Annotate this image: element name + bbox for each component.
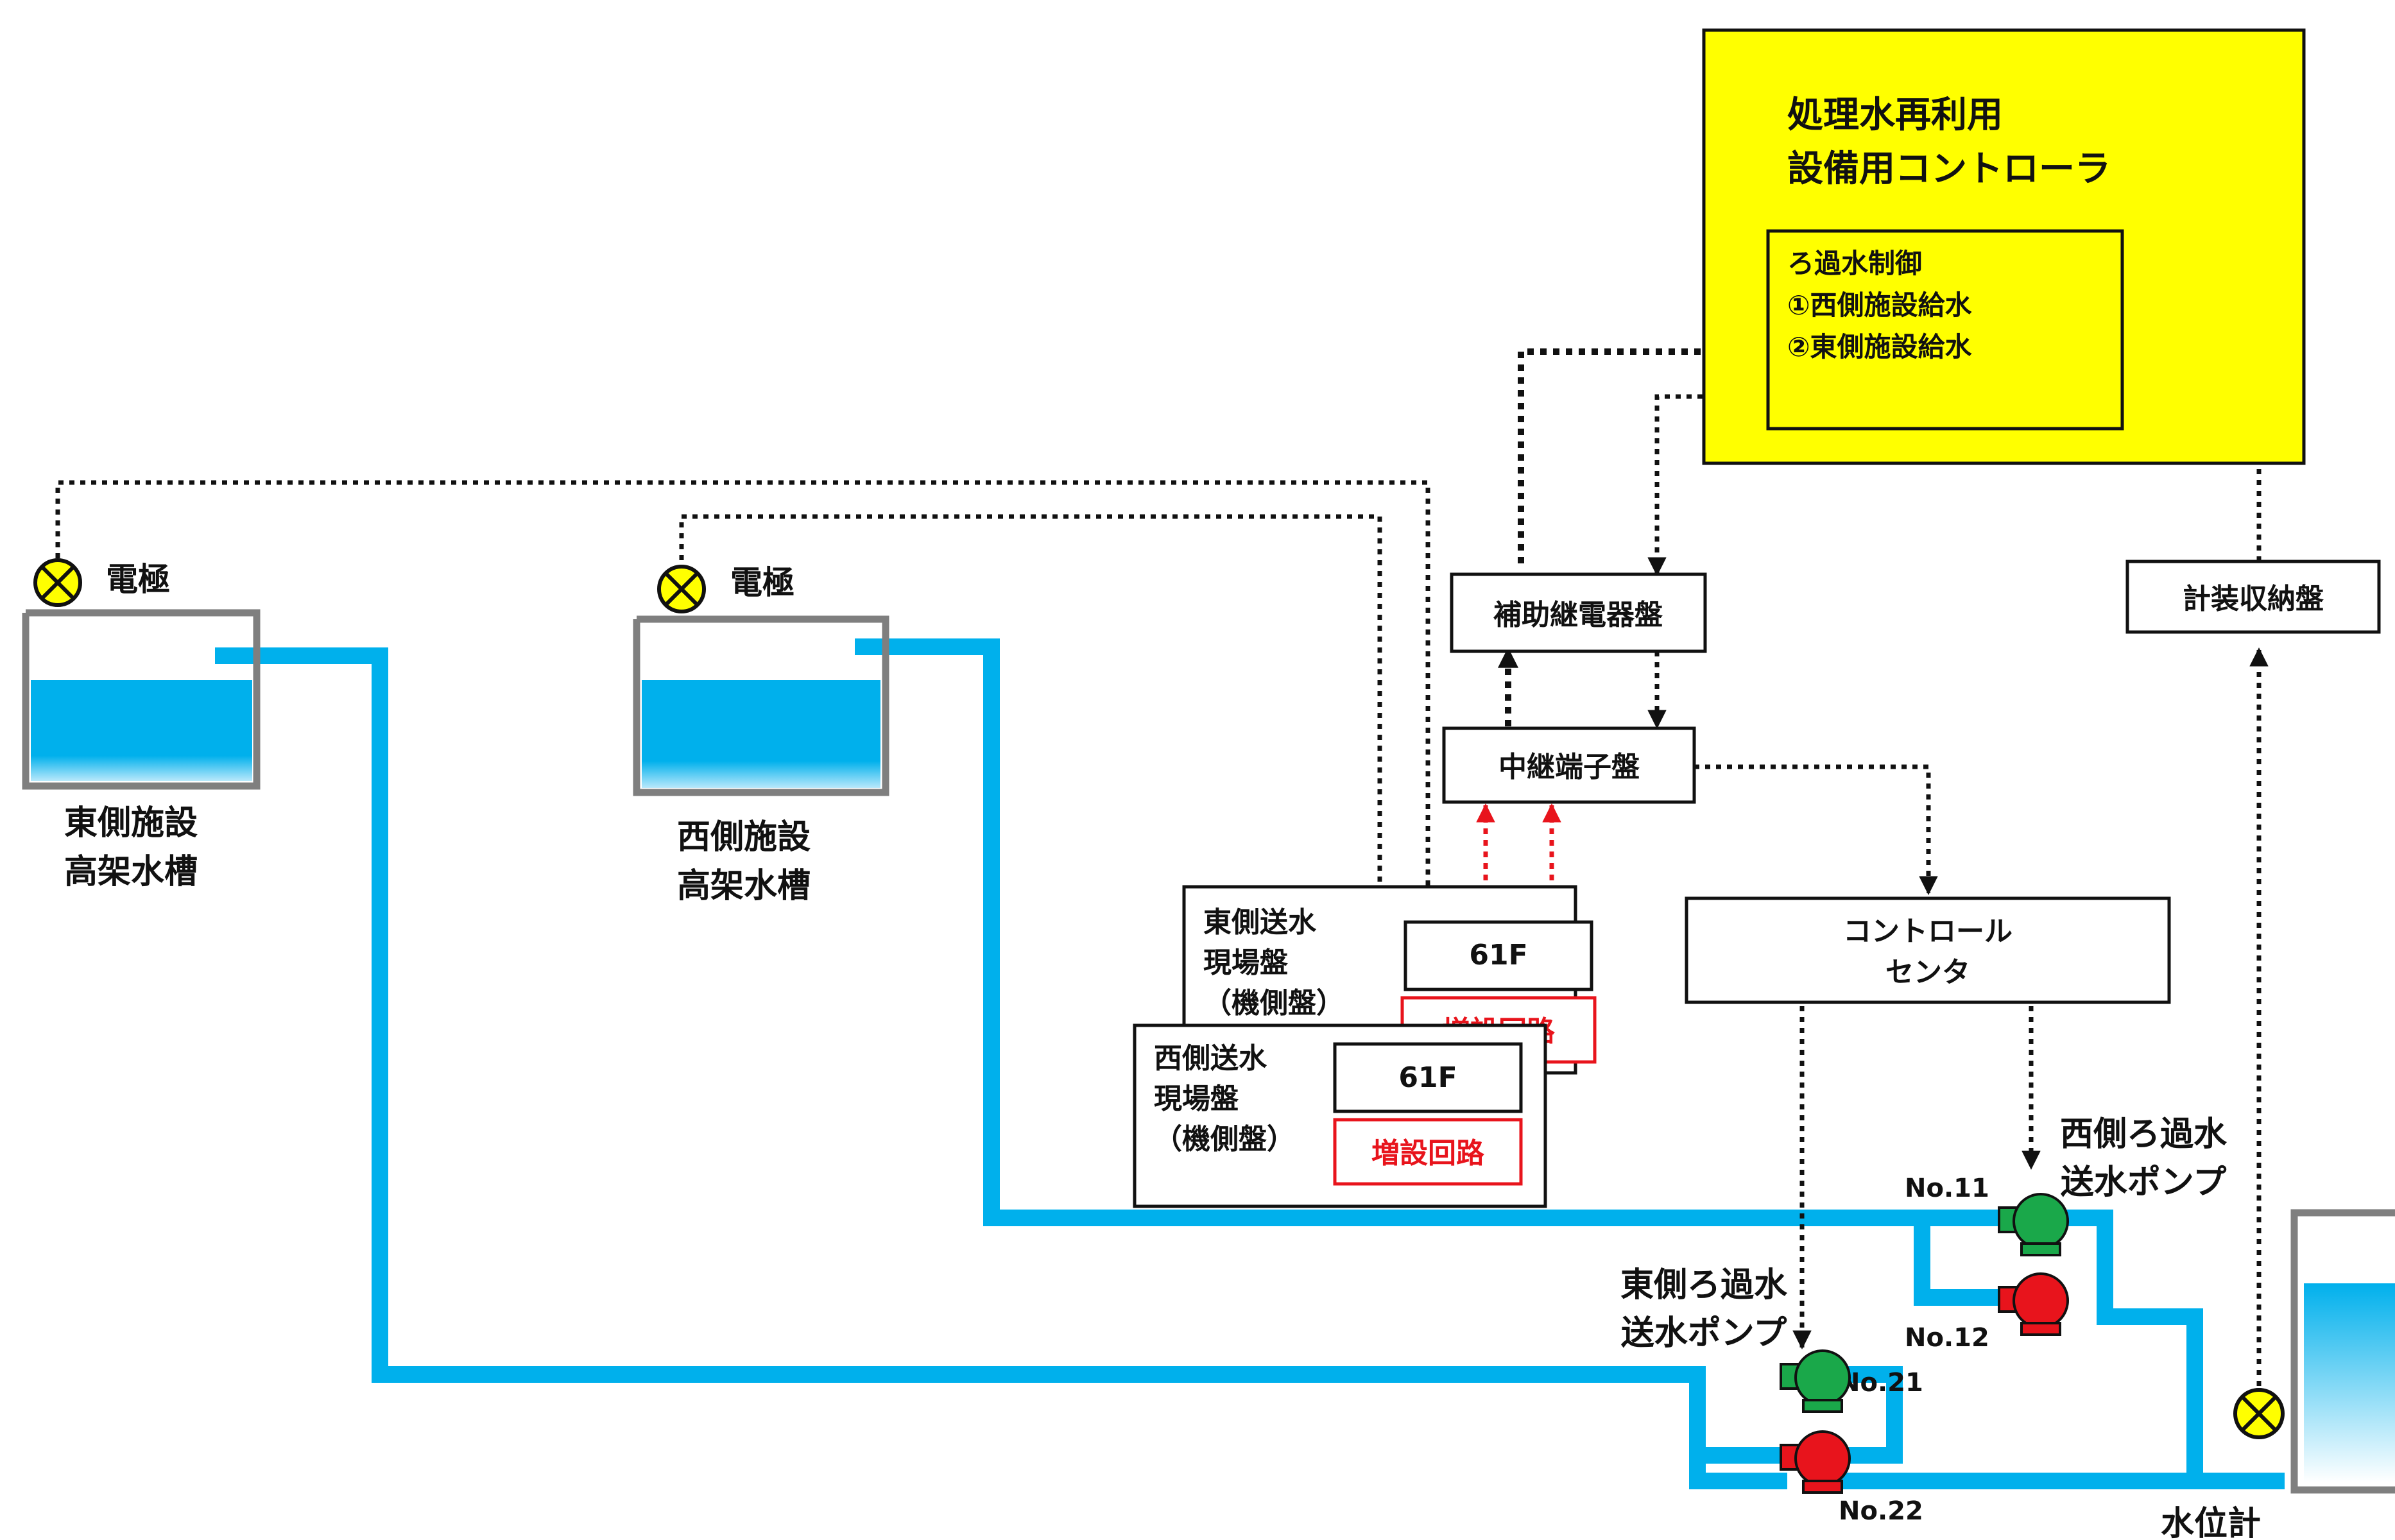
west-supply-pipe [855,638,2005,1226]
pump-no21-label: No.21 [1839,1368,1923,1398]
east-tank-label-line2: 高架水槽 [64,853,198,891]
gauge-tank-wall [2290,1209,2395,1494]
aux-relay-label: 補助継電器盤 [1493,599,1663,631]
east-tank-water [31,680,252,781]
terminal-to-center-signal [1694,764,1938,895]
level-gauge: 水位計 [2161,1209,2395,1540]
aux-relay-box [1450,572,1707,653]
pump-no12-icon [1998,1272,2069,1336]
controller-title-line1: 処理水再利用 [1787,94,2003,136]
pump-no22-icon [1780,1430,1851,1494]
west-61f-label: 61F [1398,1061,1457,1094]
east-tank-label-line1: 東側施設 [64,804,198,843]
pump-no11-label: No.11 [1905,1174,1989,1203]
east-61f-label: 61F [1469,939,1527,971]
control-center-line2: センタ [1885,956,1970,989]
level-gauge-icon [2233,1388,2285,1439]
west-site-line1: 西側送水 [1154,1042,1267,1075]
east-pump-title-line2: 送水ポンプ [1621,1314,1787,1353]
west-added-circuit-label: 増設回路 [1371,1137,1485,1170]
controller: 処理水再利用 設備用コントローラ ろ過水制御 ①西側施設給水 ②東側施設給水 [1702,28,2306,465]
aux-relay-panel: 補助継電器盤 [1450,572,1707,653]
west-site-panel: 西側送水 現場盤 （機側盤） 61F 増設回路 [1133,1023,1547,1208]
west-61f-box [1333,1042,1523,1113]
relay-terminal-label: 中継端子盤 [1498,751,1640,783]
east-pumps: 東側ろ過水 送水ポンプ No.21 No.22 [1620,1266,1923,1526]
west-tank-label-line1: 西側施設 [677,818,811,857]
filtration-control-box [1766,229,2124,431]
west-elevated-tank: 電極 西側施設 高架水槽 [633,564,889,905]
west-pump-title-line1: 西側ろ過水 [2060,1115,2228,1154]
instrument-panel: 計装収納盤 [2125,560,2381,634]
east-supply-pipe [215,647,1787,1489]
east-electrode-signal [55,480,1438,926]
east-elevated-tank: 電極 東側施設 高架水槽 [22,558,261,891]
east-pump-title-line1: 東側ろ過水 [1620,1266,1788,1305]
water-piping [215,638,2285,1489]
pump-no21-icon [1780,1349,1851,1413]
control-center-line1: コントロール [1843,915,2013,948]
east-electrode-icon [33,558,82,607]
control-center: コントロール センタ [1685,896,2171,1004]
west-tank-wall [633,615,889,796]
west-tank-water [642,680,880,788]
relay-terminal-box [1442,726,1696,804]
pump-no12-label: No.12 [1905,1323,1989,1353]
west-electrode-icon [657,565,706,613]
aux-to-controller-signal [1518,341,1771,563]
relay-terminal-panel: 中継端子盤 [1442,726,1696,804]
pump-no22-label: No.22 [1839,1496,1923,1526]
east-61f-box [1404,920,1593,991]
west-site-line3: （機側盤） [1154,1123,1295,1156]
control-center-box [1685,896,2171,1004]
east-site-line3: （機側盤） [1203,987,1344,1020]
east-pump-outlet [1835,1366,1903,1464]
controller-title-line2: 設備用コントローラ [1787,148,2111,190]
east-site-line2: 現場盤 [1203,946,1288,979]
west-pumps: 西側ろ過水 送水ポンプ No.11 No.12 [1905,1115,2228,1353]
west-electrode-label: 電極 [730,564,794,601]
gauge-tank-water [2304,1283,2395,1482]
filtration-control-east: ②東側施設給水 [1787,331,1973,363]
west-pump-title-line2: 送水ポンプ [2061,1163,2226,1202]
filtration-control-title: ろ過水制御 [1787,248,1922,279]
filtration-control-west: ①西側施設給水 [1787,289,1973,321]
pump-no11-icon [1998,1193,2069,1256]
level-gauge-label: 水位計 [2161,1505,2261,1540]
west-pump-outlet [2054,1210,2203,1481]
east-site-line1: 東側送水 [1203,906,1317,939]
west-pump-loop [1914,1218,2005,1306]
east-tank-wall [22,609,261,790]
west-site-line2: 現場盤 [1154,1082,1239,1115]
west-tank-label-line2: 高架水槽 [677,867,811,905]
west-electrode-signal [679,514,1389,1045]
west-added-circuit-box [1333,1118,1523,1186]
east-electrode-label: 電極 [106,561,170,598]
instrument-box [2125,560,2381,634]
instrument-label: 計装収納盤 [2183,583,2324,615]
